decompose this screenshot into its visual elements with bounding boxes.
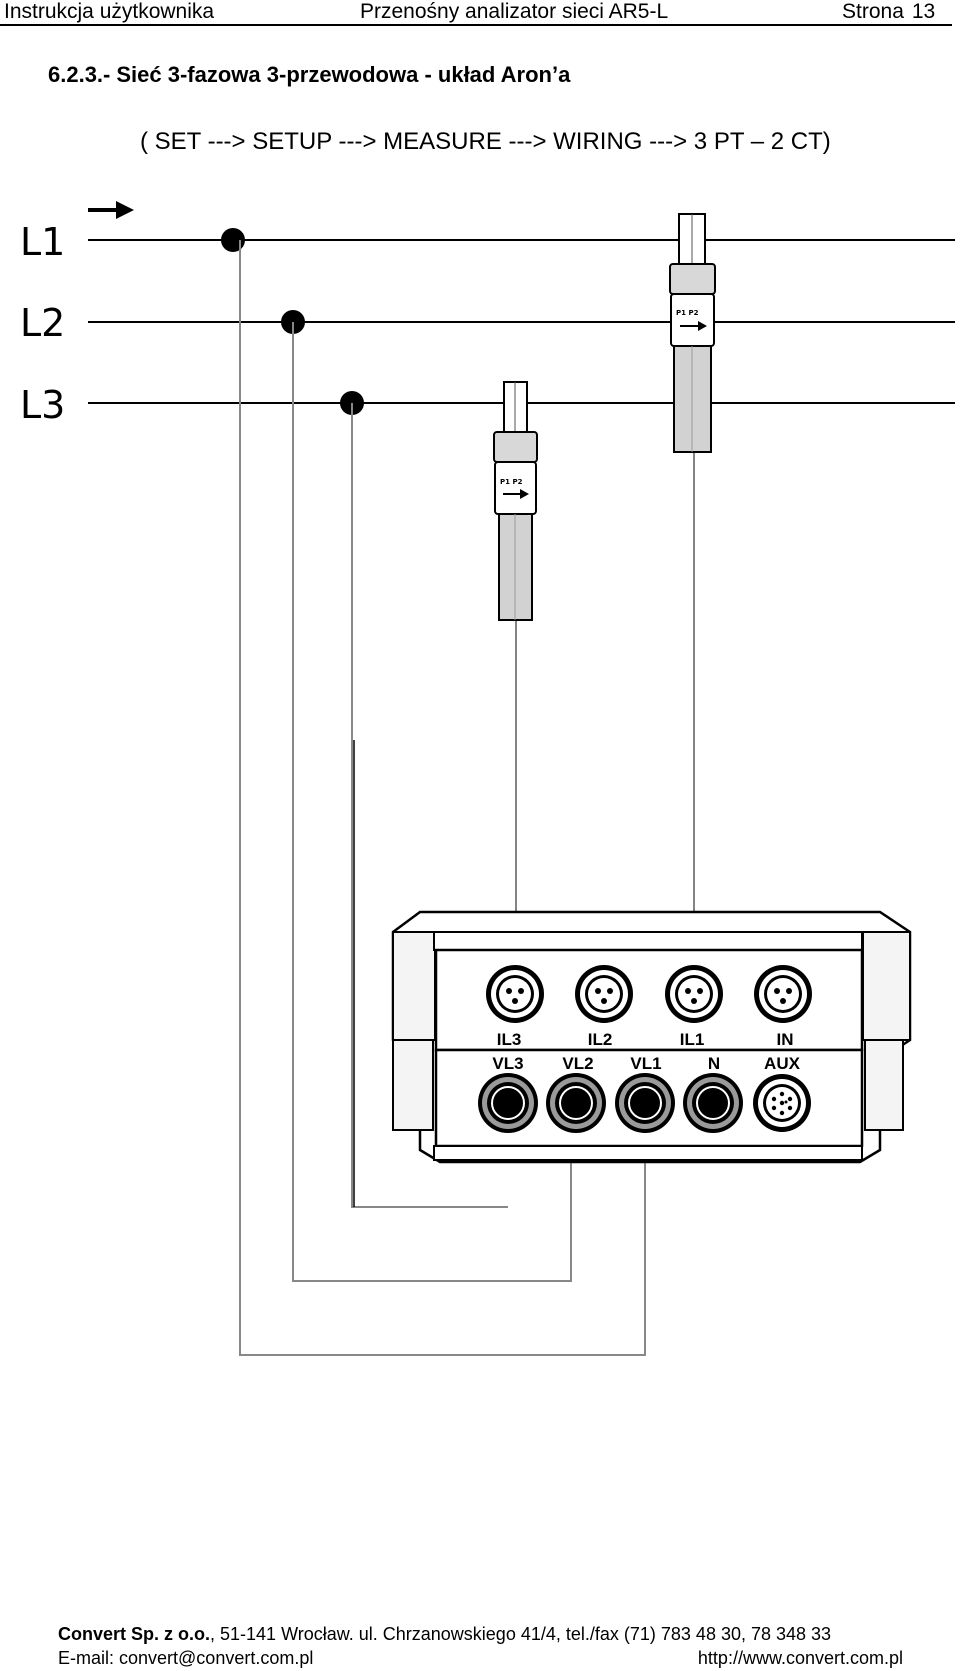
label-il2: IL2 [588, 1030, 613, 1049]
voltage-input-sockets [478, 1073, 811, 1133]
wire-vl3 [351, 403, 508, 1208]
header-page-number: 13 [911, 0, 936, 23]
section-number: 6.2.3.- [48, 62, 111, 87]
footer-email: E-mail: convert@convert.com.pl [58, 1648, 314, 1668]
label-l3: L3 [20, 383, 65, 427]
wiring-diagram: L1 L2 L3 P1 P2 P1 P2 [20, 201, 955, 1356]
footer-line-2: E-mail: convert@convert.com.pl http://ww… [58, 1648, 903, 1669]
socket-vl1 [615, 1073, 675, 1133]
page-header: Instrukcja użytkownika Przenośny analiza… [0, 0, 952, 26]
header-doc-title: Instrukcja użytkownika [4, 0, 215, 23]
label-aux: AUX [764, 1054, 801, 1073]
label-vl2: VL2 [562, 1054, 593, 1073]
header-device-name: Przenośny analizator sieci AR5-L [360, 0, 669, 23]
wire-vl1 [239, 240, 646, 1356]
label-in: IN [777, 1030, 794, 1049]
footer-address: , 51-141 Wrocław. ul. Chrzanowskiego 41/… [210, 1624, 832, 1644]
wire-vl2 [292, 322, 572, 1282]
socket-vl2 [546, 1073, 606, 1133]
socket-vl3 [478, 1073, 538, 1133]
arrow-right-icon [88, 201, 134, 219]
header-page: Strona 13 [842, 0, 935, 24]
label-il1: IL1 [680, 1030, 705, 1049]
socket-il2 [575, 965, 633, 1023]
clamp-l1-label: P1 P2 [676, 309, 699, 317]
label-l2: L2 [20, 301, 65, 345]
junction-l1 [221, 228, 245, 252]
label-l1: L1 [20, 220, 65, 264]
socket-in [754, 965, 812, 1023]
socket-n [683, 1073, 743, 1133]
socket-il1 [665, 965, 723, 1023]
section-title: 6.2.3.-Sieć 3-fazowa 3-przewodowa - ukła… [48, 62, 570, 88]
footer-website[interactable]: http://www.convert.com.pl [697, 1648, 903, 1668]
voltage-wires [239, 240, 646, 1356]
menu-path: ( SET ---> SETUP ---> MEASURE ---> WIRIN… [140, 128, 831, 155]
current-input-sockets [486, 965, 812, 1023]
label-vl1: VL1 [630, 1054, 661, 1073]
label-n: N [708, 1054, 720, 1073]
socket-il3 [486, 965, 544, 1023]
footer-line-1: Convert Sp. z o.o., 51-141 Wrocław. ul. … [58, 1624, 903, 1645]
section-title-text: Sieć 3-fazowa 3-przewodowa - układ Aron’… [116, 62, 571, 87]
header-page-label: Strona [842, 0, 904, 23]
label-vl3: VL3 [492, 1054, 523, 1073]
phase-lines [88, 239, 955, 404]
footer-company: Convert Sp. z o.o. [58, 1624, 211, 1644]
clamp-l3-label: P1 P2 [500, 478, 523, 486]
current-clamp-l3: P1 P2 [493, 381, 538, 621]
current-wires [515, 452, 695, 948]
current-clamp-l1: P1 P2 [669, 213, 716, 453]
socket-aux [753, 1074, 811, 1132]
label-il3: IL3 [497, 1030, 522, 1049]
